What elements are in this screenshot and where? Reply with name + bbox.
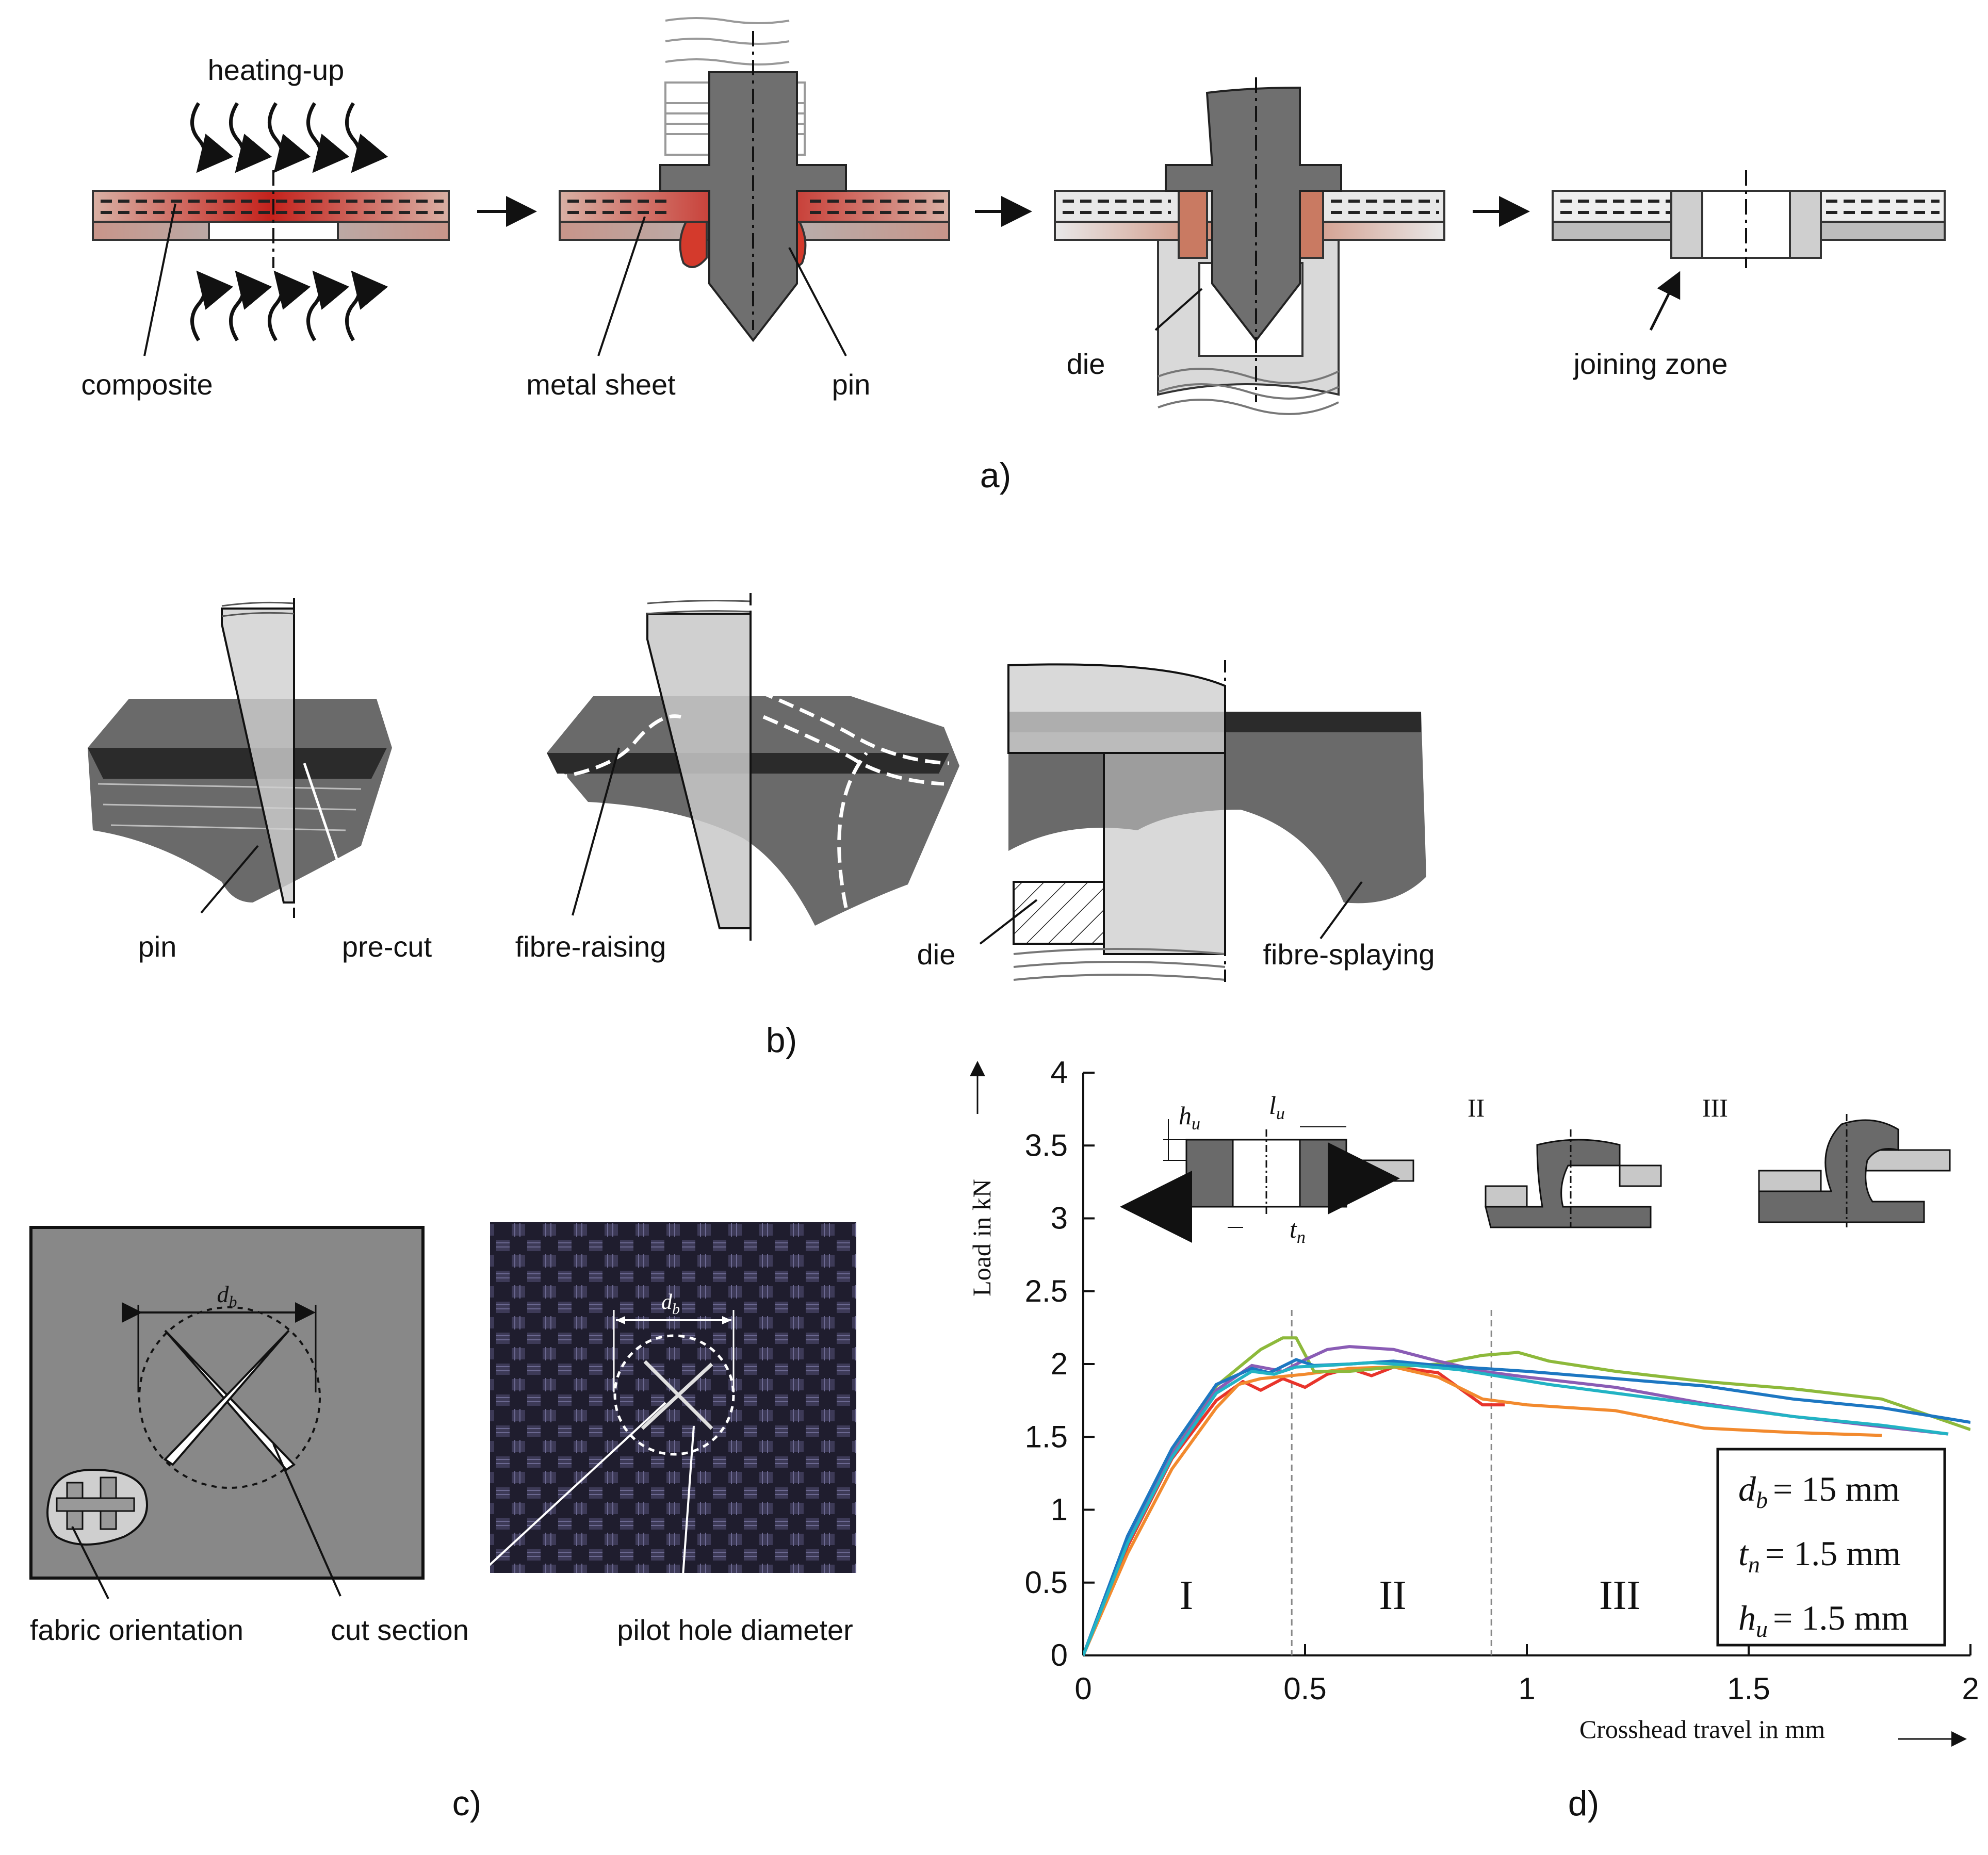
pin-outline-b1	[221, 608, 295, 904]
composite-label: composite	[81, 368, 213, 401]
y-tick-label: 0	[1051, 1638, 1068, 1672]
y-tick-label: 0.5	[1025, 1565, 1068, 1600]
pilot-hole-label: pilot hole diameter	[617, 1614, 853, 1646]
y-tick-label: 2	[1051, 1347, 1068, 1381]
series-line-6	[1083, 1361, 1949, 1656]
x-tick-label: 0.5	[1283, 1671, 1326, 1706]
die-hatch-b3	[1013, 881, 1105, 945]
pin-label-b: pin	[138, 930, 177, 963]
fibre-raising-label: fibre-raising	[515, 930, 666, 963]
pilot-hole-circle-photo	[613, 1334, 735, 1456]
heating-up-label: heating-up	[208, 54, 345, 86]
region-label-2: II	[1379, 1573, 1406, 1618]
pin-head-b3	[1007, 663, 1226, 754]
x-tick-label: 0	[1074, 1671, 1091, 1706]
x-ticks: 0 0.5 1 1.5 2	[1074, 1644, 1979, 1706]
region-label-1: I	[1180, 1573, 1194, 1618]
heat-arrows-top	[190, 102, 388, 173]
panel-a: heating-up composite	[81, 17, 1946, 495]
fibre-splaying-label: fibre-splaying	[1263, 938, 1435, 971]
param-tn: tn= 1.5 mm	[1738, 1534, 1901, 1578]
caption-b: b)	[766, 1021, 797, 1060]
metal-sheet-label: metal sheet	[526, 368, 676, 401]
parameter-box	[1716, 1448, 1946, 1647]
panel-c: db fabric orientation cut section db pil…	[29, 1222, 856, 1823]
joining-zone-left	[1670, 190, 1703, 259]
x-tick-label: 1.5	[1727, 1671, 1770, 1706]
pin-label-a: pin	[832, 368, 871, 401]
y-ticks: 0 0.5 1 1.5 2 2.5 3 3.5 4	[1025, 1055, 1095, 1672]
bulge-left	[679, 221, 708, 268]
region-label-3: III	[1599, 1573, 1640, 1618]
stage-III-label: III	[1702, 1093, 1728, 1122]
joining-zone-label: joining zone	[1573, 348, 1728, 380]
caption-c: c)	[452, 1784, 482, 1823]
x-tick-label: 2	[1962, 1671, 1979, 1706]
caption-a: a)	[980, 456, 1011, 495]
y-tick-label: 3	[1051, 1201, 1068, 1236]
fibre-raise-line-right	[757, 689, 950, 765]
y-tick-label: 3.5	[1025, 1128, 1068, 1162]
y-tick-label: 1	[1051, 1492, 1068, 1527]
lu-label-inset: lu	[1269, 1091, 1285, 1123]
inset-stage-1: hu lu tn	[1120, 1091, 1414, 1247]
cut-x-2	[163, 1329, 290, 1466]
db-label-photo: db	[661, 1290, 680, 1318]
x-axis-label: Crosshead travel in mm	[1579, 1715, 1825, 1744]
stage-II-label: II	[1468, 1093, 1485, 1122]
specimen-1	[88, 699, 392, 902]
caption-d: d)	[1568, 1784, 1599, 1823]
composite-layer-1	[92, 190, 450, 223]
y-tick-label: 4	[1051, 1055, 1068, 1090]
heat-arrows-bottom	[190, 270, 388, 341]
fabric-orientation-label: fabric orientation	[30, 1614, 243, 1646]
panel-d: 0 0.5 1 1.5 2 2.5 3 3.5 4 0 0.5 1 1.5 2 Load in kN C…	[967, 1055, 1979, 1823]
cut-section-label: cut section	[331, 1614, 469, 1646]
series-lines	[1083, 1336, 1970, 1656]
pin-shape-3	[1165, 86, 1342, 342]
joining-zone-right	[1789, 190, 1822, 259]
inset-stage-2: II	[1468, 1093, 1662, 1228]
pin-outline-b2	[646, 613, 752, 929]
die-label-b: die	[917, 938, 956, 971]
panel-b: pin pre-cut fibre-raising die fibre-spla…	[88, 593, 1435, 1060]
db-label-c: db	[217, 1281, 237, 1311]
param-db: db= 15 mm	[1738, 1469, 1900, 1513]
param-hu: hu= 1.5 mm	[1738, 1598, 1909, 1642]
x-tick-label: 1	[1518, 1671, 1535, 1706]
die-label-a: die	[1067, 348, 1105, 380]
y-tick-label: 1.5	[1025, 1419, 1068, 1454]
y-axis-label: Load in kN	[967, 1179, 996, 1296]
hu-label-inset: hu	[1179, 1101, 1200, 1134]
specimen-2	[547, 696, 959, 926]
inset-stage-3: III	[1702, 1093, 1951, 1227]
fibre-raise-line-left	[551, 714, 681, 781]
pin-shaft-b3	[1103, 752, 1226, 955]
tn-label-inset: tn	[1290, 1214, 1306, 1247]
series-line-1	[1083, 1365, 1505, 1656]
precut-label: pre-cut	[342, 930, 432, 963]
y-tick-label: 2.5	[1025, 1274, 1068, 1308]
